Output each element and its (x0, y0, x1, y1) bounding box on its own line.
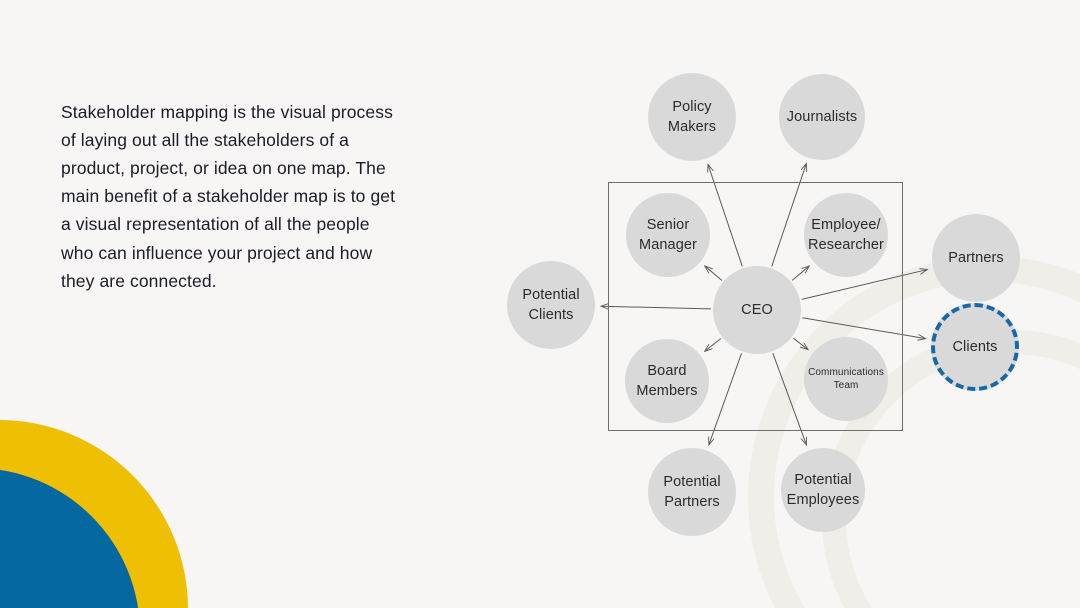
edge-ceo-to-journalists (771, 163, 807, 267)
node-label: CEO (741, 302, 773, 318)
node-journalists[interactable]: Journalists (779, 74, 865, 160)
node-potential-partners[interactable]: Potential Partners (648, 448, 736, 536)
node-employee-researcher[interactable]: Employee/ Researcher (804, 193, 888, 277)
edge-ceo-to-potential-partners (709, 353, 742, 445)
node-label: Policy Makers (667, 99, 717, 135)
node-label: Partners (948, 250, 1004, 266)
node-label: Potential Employees (786, 472, 860, 508)
edge-ceo-to-potential-clients (601, 306, 712, 309)
edge-ceo-to-communications-team (793, 337, 808, 349)
edge-ceo-to-board-members (705, 338, 722, 351)
node-label: Senior Manager (639, 217, 697, 253)
node-potential-employees[interactable]: Potential Employees (781, 448, 865, 532)
node-potential-clients[interactable]: Potential Clients (507, 261, 595, 349)
node-label: Potential Clients (522, 287, 580, 323)
node-communications-team[interactable]: Communications Team (804, 337, 888, 421)
body-paragraph: Stakeholder mapping is the visual proces… (61, 101, 396, 291)
edge-ceo-to-policy-makers (708, 164, 743, 267)
edge-ceo-to-senior-manager (705, 266, 723, 281)
node-label: Clients (952, 339, 998, 355)
node-senior-manager[interactable]: Senior Manager (626, 193, 710, 277)
node-board-members[interactable]: Board Members (625, 339, 709, 423)
node-partners[interactable]: Partners (932, 214, 1020, 302)
node-label: Potential Partners (663, 474, 721, 510)
node-policy-makers[interactable]: Policy Makers (648, 73, 736, 161)
node-label: Communications Team (808, 367, 884, 391)
internal-stakeholders-boundary (608, 182, 903, 431)
node-label: Journalists (786, 109, 858, 125)
edge-ceo-to-potential-employees (772, 353, 807, 445)
node-clients[interactable]: Clients (931, 303, 1019, 391)
edge-ceo-to-clients (802, 317, 925, 339)
node-ceo[interactable]: CEO (713, 266, 801, 354)
node-label: Employee/ Researcher (808, 217, 884, 253)
node-label: Board Members (636, 363, 698, 399)
edge-ceo-to-partners (801, 270, 928, 300)
edge-ceo-to-employee-researcher (791, 266, 809, 281)
